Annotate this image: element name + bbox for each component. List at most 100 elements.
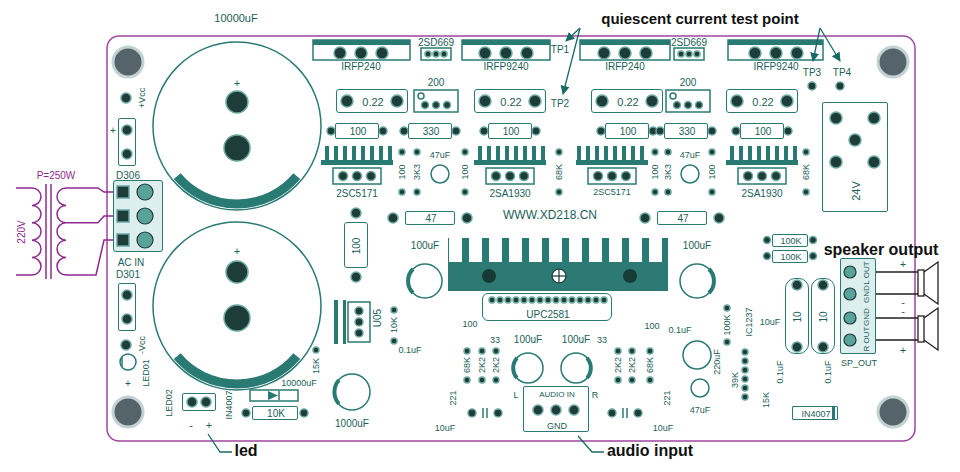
trimmer-pot bbox=[422, 102, 429, 109]
transformer-label: P=250W bbox=[37, 171, 76, 181]
terminal-block bbox=[137, 232, 153, 248]
part-label: 100 bbox=[350, 127, 367, 137]
output-transistor-heatsink bbox=[367, 172, 376, 181]
part-label: L OUT bbox=[863, 261, 871, 284]
trimmer-pot bbox=[685, 102, 692, 109]
resistor-pad bbox=[656, 127, 664, 135]
resistor-pad bbox=[818, 342, 828, 352]
connector-box: LED02-+ bbox=[182, 393, 216, 411]
resistor-pad bbox=[399, 189, 405, 195]
silk-label: 0.1uF bbox=[776, 360, 785, 383]
resistor-pad bbox=[646, 95, 658, 107]
ic-pin bbox=[505, 297, 511, 303]
resistor-pad bbox=[647, 377, 653, 383]
part-label: AC IN bbox=[118, 258, 145, 268]
ic-pin bbox=[742, 376, 748, 382]
resistor-pad bbox=[391, 95, 403, 107]
resistor-pad bbox=[652, 189, 658, 195]
regulator bbox=[355, 307, 363, 315]
ic-pin bbox=[497, 297, 503, 303]
silk-label: 2SA1930 bbox=[489, 189, 530, 199]
terminal-block: L OUTGNDGNDR OUTSP_OUT bbox=[840, 258, 876, 354]
silk-label: 39K bbox=[731, 372, 740, 388]
mosfet-package bbox=[313, 40, 823, 60]
resistor-pad bbox=[556, 149, 562, 155]
resistor-pad bbox=[391, 338, 397, 344]
driver-transistor bbox=[441, 51, 447, 57]
connector-box: D306 bbox=[118, 118, 136, 166]
led-symbol bbox=[120, 354, 136, 370]
output-transistor-heatsink bbox=[474, 146, 546, 162]
mosfet-package bbox=[728, 40, 823, 45]
part-label: 100 bbox=[620, 127, 637, 137]
silk-label: 2SA1930 bbox=[741, 189, 782, 199]
part-label: 10 bbox=[793, 311, 803, 322]
output-transistor-heatsink bbox=[744, 172, 753, 181]
silk-label: 100 bbox=[398, 164, 407, 179]
mosfet-package bbox=[313, 40, 410, 45]
small-capacitor bbox=[680, 264, 714, 298]
small-capacitor bbox=[334, 374, 370, 410]
silk-label: IC1237 bbox=[745, 307, 754, 336]
resistor-pad bbox=[709, 189, 715, 195]
resistor-pad bbox=[400, 127, 408, 135]
trimmer-pot bbox=[674, 102, 681, 109]
silk-label: 2SC5171 bbox=[593, 188, 631, 197]
mosfet-package bbox=[580, 40, 670, 60]
silk-label: 10000uF bbox=[214, 13, 257, 24]
small-capacitor bbox=[513, 353, 543, 383]
resistor-pad bbox=[764, 253, 771, 260]
mosfet-package bbox=[521, 47, 533, 59]
trimmer-pot bbox=[696, 102, 703, 109]
callout-label: led bbox=[234, 443, 257, 459]
resistor-pad bbox=[462, 149, 468, 155]
output-transistor-heatsink bbox=[492, 172, 501, 181]
silk-label: TP4 bbox=[833, 68, 851, 78]
output-transistor-heatsink bbox=[353, 172, 362, 181]
silk-label: 68K bbox=[646, 357, 655, 373]
output-transistor-heatsink bbox=[333, 168, 381, 184]
mosfet-package bbox=[355, 47, 367, 59]
silk-label: TP1 bbox=[551, 45, 569, 55]
driver-transistor bbox=[421, 48, 451, 60]
silk-label: 100uF bbox=[514, 335, 542, 345]
silk-label: 68K bbox=[463, 357, 472, 373]
resistor-pad bbox=[597, 127, 605, 135]
resistor-box: 100K bbox=[772, 250, 808, 263]
regulator bbox=[332, 300, 346, 344]
silk-label: 10uF bbox=[653, 424, 674, 433]
silk-label: IRFP9240 bbox=[753, 62, 798, 72]
output-transistor-heatsink bbox=[576, 160, 648, 165]
silk-label: 2SD669 bbox=[418, 38, 454, 48]
transformer-symbol bbox=[45, 184, 47, 279]
diode-symbol bbox=[832, 407, 835, 419]
silk-label: 3K3 bbox=[664, 164, 673, 180]
part-label: 100 bbox=[352, 238, 362, 255]
test-point bbox=[808, 82, 816, 90]
audio-connector-pad bbox=[533, 405, 543, 415]
resistor-box: 100 bbox=[740, 123, 784, 139]
filter-capacitor bbox=[226, 261, 248, 283]
resistor-pad bbox=[803, 189, 809, 195]
regulator bbox=[355, 318, 363, 326]
resistor-pad bbox=[351, 272, 361, 282]
resistor-pad bbox=[731, 95, 743, 107]
terminal-block bbox=[844, 312, 856, 324]
part-label: D301 bbox=[116, 270, 140, 280]
small-capacitor bbox=[608, 409, 616, 417]
filter-capacitor bbox=[153, 42, 321, 390]
silk-label: 10000uF bbox=[281, 379, 317, 388]
mosfet-package bbox=[749, 47, 761, 59]
diode-symbol bbox=[268, 391, 278, 400]
mosfet-package bbox=[728, 40, 823, 60]
callout-label: speaker output bbox=[824, 242, 939, 258]
output-transistor-heatsink bbox=[608, 172, 617, 181]
terminal-block bbox=[113, 180, 876, 354]
output-transistor-heatsink bbox=[339, 172, 348, 181]
silk-label: 221 bbox=[449, 390, 458, 405]
ic-pin bbox=[593, 297, 599, 303]
silk-label: +Vcc bbox=[138, 88, 147, 108]
amplifier-heatsink bbox=[448, 238, 668, 291]
speaker-symbol bbox=[924, 262, 938, 304]
resistor-pad bbox=[493, 348, 499, 354]
